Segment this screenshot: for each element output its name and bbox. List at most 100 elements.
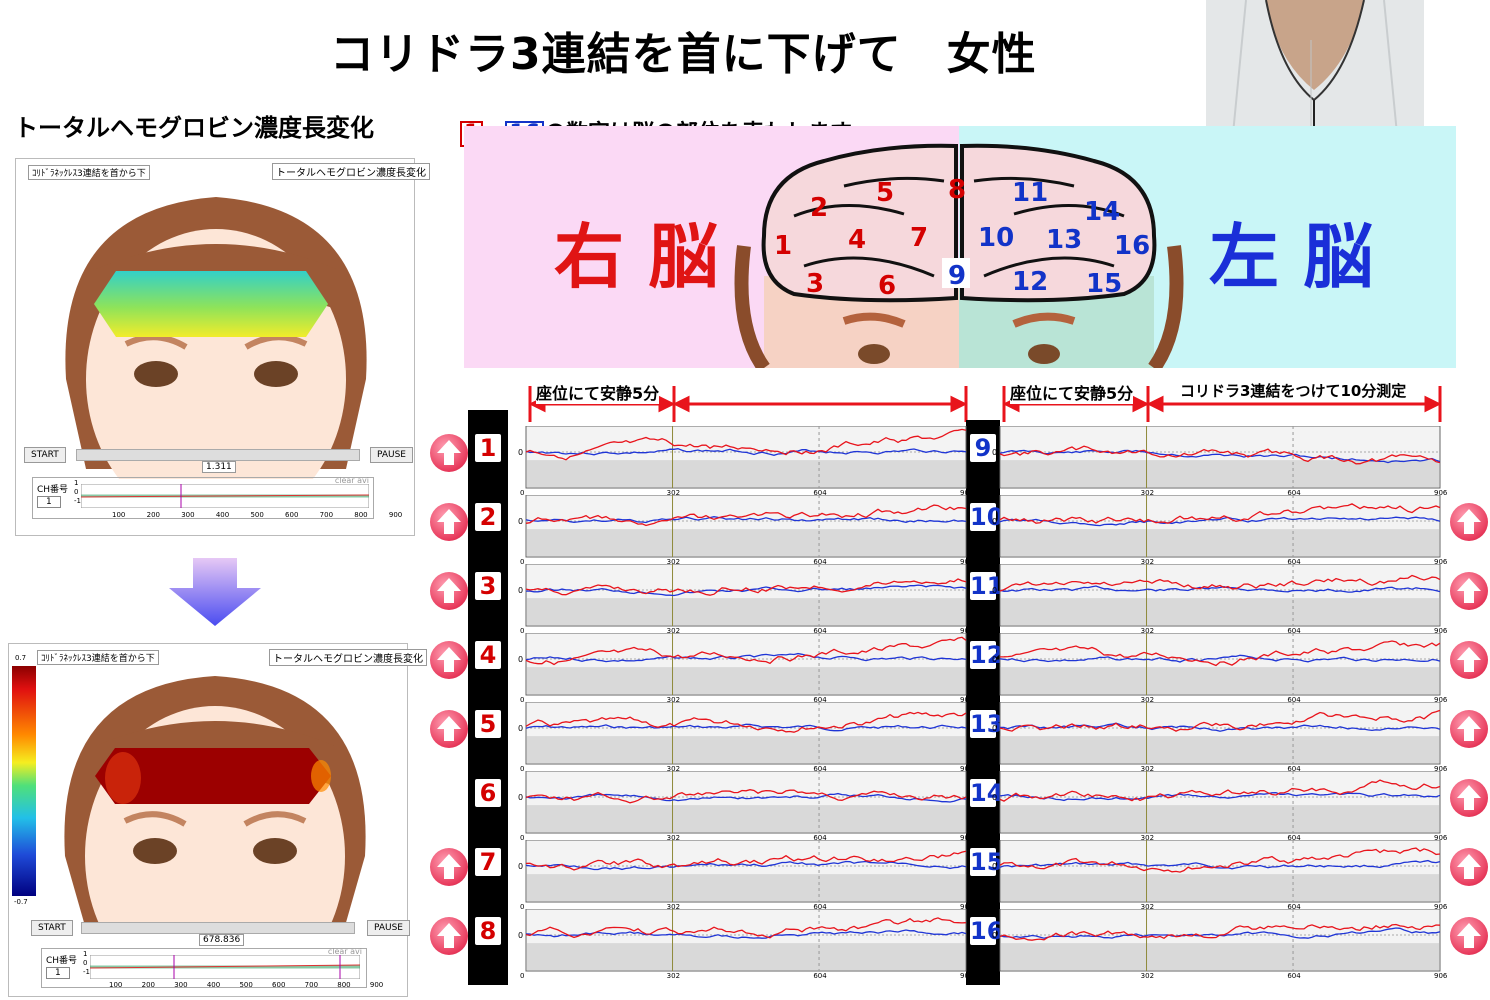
brain-map: 1 2 3 4 5 6 7 8 9 10 11 12 13 14 15 16 右… bbox=[464, 126, 1456, 373]
y-tick-label: 0 bbox=[992, 931, 997, 940]
red-trace-6 bbox=[525, 789, 967, 804]
timeline-slider[interactable] bbox=[76, 449, 360, 461]
x-tick-label: 604 bbox=[1287, 627, 1301, 635]
hemoglobin-map-before bbox=[94, 271, 328, 337]
x-tick-label: 0 bbox=[994, 627, 999, 635]
color-scale-bar bbox=[12, 666, 36, 896]
increase-arrow-icon-8 bbox=[430, 917, 468, 955]
x-tick-label: 906 bbox=[960, 765, 974, 773]
y-tick-label: 0 bbox=[518, 448, 523, 457]
y-tick-label: 0 bbox=[518, 931, 523, 940]
region-label-7: 7 bbox=[910, 223, 928, 253]
red-trace-15 bbox=[999, 847, 1441, 873]
channel-plot-3: 0 bbox=[518, 564, 967, 627]
x-tick-label: 906 bbox=[1434, 972, 1448, 980]
region-label-14: 14 bbox=[1084, 197, 1120, 227]
phase-brackets bbox=[528, 386, 1442, 422]
red-trace-5 bbox=[525, 711, 967, 733]
increase-arrow-icon-7 bbox=[430, 848, 468, 886]
time-readout: 1.311 bbox=[202, 461, 236, 473]
channel-plot-13: 0 bbox=[992, 702, 1441, 765]
plot-shade bbox=[527, 598, 965, 625]
plot-shade bbox=[1001, 598, 1439, 625]
blue-trace-12 bbox=[999, 654, 1441, 663]
plot-shade bbox=[527, 736, 965, 763]
clear-avi-button[interactable]: clear avi bbox=[334, 476, 369, 485]
region-label-6: 6 bbox=[878, 271, 896, 301]
x-tick-label: 604 bbox=[1287, 972, 1301, 980]
hemoglobin-map-after bbox=[95, 748, 331, 804]
pause-button[interactable]: PAUSE bbox=[370, 447, 413, 463]
y-tick-label: 0 bbox=[518, 586, 523, 595]
blue-trace-2 bbox=[525, 516, 967, 524]
plot-shade bbox=[1001, 529, 1439, 556]
region-label-15: 15 bbox=[1086, 269, 1122, 299]
x-tick-label: 604 bbox=[813, 834, 827, 842]
channel-plot-11: 0 bbox=[992, 564, 1441, 627]
x-tick-label: 604 bbox=[813, 903, 827, 911]
start-button[interactable]: START bbox=[24, 447, 66, 463]
y-tick-label: 0 bbox=[992, 517, 997, 526]
y-tick-label: 0 bbox=[518, 655, 523, 664]
ch-label: CH番号 bbox=[46, 956, 78, 966]
x-tick-label: 604 bbox=[1287, 765, 1301, 773]
file-label: ｺﾘﾄﾞﾗﾈｯｸﾚｽ3連結を首から下 bbox=[37, 650, 159, 665]
x-tick-label: 302 bbox=[1140, 765, 1155, 773]
y-tick-label: 0 bbox=[992, 862, 997, 871]
y-tick-label: 0 bbox=[992, 724, 997, 733]
rest-phase-label-left: 座位にて安静5分 bbox=[1010, 380, 1134, 404]
x-tick-label: 0 bbox=[994, 696, 999, 704]
x-tick-label: 302 bbox=[666, 765, 681, 773]
ch-select[interactable]: 1 bbox=[46, 967, 70, 979]
channel-label-7: 7 bbox=[475, 848, 501, 876]
blue-trace-13 bbox=[1000, 722, 1441, 732]
x-tick-label: 0 bbox=[520, 834, 525, 842]
timeline-slider[interactable] bbox=[81, 922, 355, 934]
red-trace-8 bbox=[525, 917, 967, 939]
x-tick-label: 906 bbox=[960, 903, 974, 911]
plot-shade bbox=[1001, 943, 1439, 970]
channel-label-2: 2 bbox=[475, 503, 501, 531]
region-label-8: 8 bbox=[948, 175, 966, 205]
mini-trace-ticks: 100 200 300 400 500 600 700 800 900 bbox=[112, 511, 403, 519]
section-subtitle: トータルヘモグロビン濃度長変化 bbox=[14, 114, 374, 142]
red-trace-16 bbox=[999, 923, 1441, 941]
y-tick-label: 0 bbox=[992, 655, 997, 664]
x-tick-label: 302 bbox=[666, 558, 681, 566]
start-button[interactable]: START bbox=[31, 920, 73, 936]
x-tick-label: 906 bbox=[1434, 489, 1448, 497]
channel-plot-1: 0 bbox=[518, 426, 967, 489]
view-label: トータルヘモグロビン濃度長変化 bbox=[272, 163, 430, 180]
clear-avi-button[interactable]: clear avi bbox=[327, 947, 362, 956]
x-tick-label: 0 bbox=[994, 903, 999, 911]
channel-label-16: 16 bbox=[970, 917, 1004, 945]
x-tick-label: 302 bbox=[666, 834, 681, 842]
increase-arrow-icon-3 bbox=[430, 572, 468, 610]
plot-shade bbox=[1001, 667, 1439, 694]
x-tick-label: 906 bbox=[1434, 834, 1448, 842]
blue-trace-3 bbox=[526, 584, 967, 597]
channel-label-1: 1 bbox=[475, 434, 501, 462]
region-label-13: 13 bbox=[1046, 225, 1082, 255]
blue-trace-9 bbox=[999, 449, 1441, 464]
channel-label-3: 3 bbox=[475, 572, 501, 600]
channel-label-9: 9 bbox=[970, 434, 996, 462]
x-tick-label: 302 bbox=[1140, 696, 1155, 704]
increase-arrow-icon-14 bbox=[1450, 779, 1488, 817]
increase-arrow-icon-4 bbox=[430, 641, 468, 679]
y-tick-label: 0 bbox=[518, 724, 523, 733]
ch-select[interactable]: 1 bbox=[37, 496, 61, 508]
red-trace-4 bbox=[525, 636, 967, 666]
pause-button[interactable]: PAUSE bbox=[367, 920, 410, 936]
x-tick-label: 604 bbox=[813, 972, 827, 980]
region-label-10: 10 bbox=[978, 223, 1014, 253]
blue-trace-4 bbox=[525, 652, 967, 663]
topography-screen-after: 0.7 -0.7 ｺﾘﾄﾞﾗﾈｯｸﾚｽ3連結を首から下 トータルヘモグロビン濃度… bbox=[8, 643, 427, 997]
time-readout: 678.836 bbox=[199, 934, 245, 946]
plot-shade bbox=[1001, 805, 1439, 832]
mini-trace bbox=[81, 484, 369, 508]
increase-arrow-icon-12 bbox=[1450, 641, 1488, 679]
channel-plot-14: 0 bbox=[992, 771, 1441, 834]
increase-arrow-icon-11 bbox=[1450, 572, 1488, 610]
